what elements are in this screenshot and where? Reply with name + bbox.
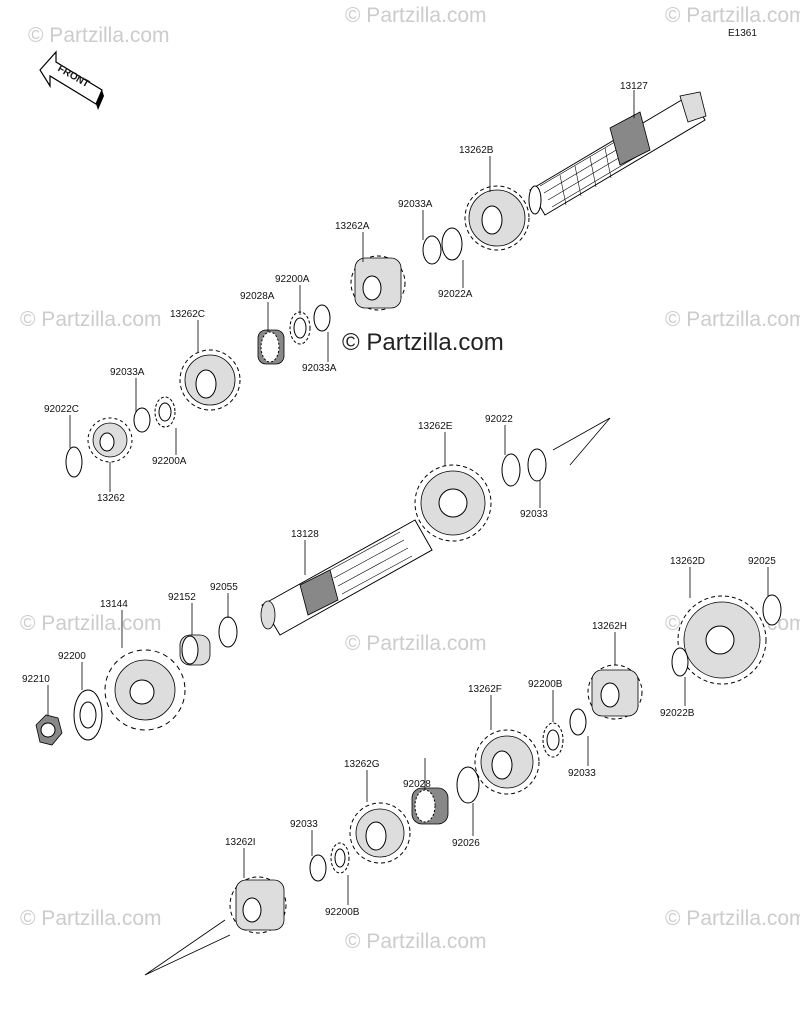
part-label[interactable]: 92033A xyxy=(398,199,433,210)
part-label[interactable]: 92200B xyxy=(528,679,563,690)
washer-92200B[interactable] xyxy=(330,842,350,874)
circlip-92033A[interactable] xyxy=(133,407,151,433)
part-label[interactable]: 13144 xyxy=(100,599,128,610)
washer-92200B[interactable] xyxy=(542,722,564,758)
part-label[interactable]: 13262C xyxy=(170,309,205,320)
gear-13262C[interactable] xyxy=(179,349,241,411)
part-label[interactable]: 13262G xyxy=(344,759,380,770)
part-label[interactable]: 92033A xyxy=(110,367,145,378)
leader-lines xyxy=(47,90,769,905)
part-label[interactable]: 13262E xyxy=(418,421,453,432)
part-label[interactable]: 92022 xyxy=(485,414,513,425)
part-label[interactable]: 92200A xyxy=(152,456,187,467)
part-label[interactable]: 13262A xyxy=(335,221,370,232)
washer-92025[interactable] xyxy=(762,594,782,626)
sprocket-13144[interactable] xyxy=(104,649,186,731)
part-label[interactable]: 92033 xyxy=(520,509,548,520)
part-label[interactable]: 92022C xyxy=(44,404,79,415)
watermark: © Partzilla.com xyxy=(345,632,487,655)
diagram-code: E1361 xyxy=(728,28,757,39)
gear-13262G[interactable] xyxy=(349,802,411,864)
part-label[interactable]: 13262 xyxy=(97,493,125,504)
part-label[interactable]: 92200B xyxy=(325,907,360,918)
circlip-92033A[interactable] xyxy=(422,235,442,265)
part-label[interactable]: 13262F xyxy=(468,684,502,695)
watermark: © Partzilla.com xyxy=(20,612,162,635)
front-arrow-icon: FRONT xyxy=(39,50,104,110)
part-label[interactable]: 13262D xyxy=(670,556,705,567)
part-label[interactable]: 92200A xyxy=(275,274,310,285)
watermark: © Partzilla.com xyxy=(20,308,162,331)
part-label[interactable]: 13262B xyxy=(459,145,494,156)
part-label[interactable]: 13262I xyxy=(225,837,256,848)
gear-13262F[interactable] xyxy=(474,729,540,795)
shaft-13127[interactable] xyxy=(528,91,707,216)
nut-92210[interactable] xyxy=(35,714,63,746)
gear-13262E[interactable] xyxy=(414,464,492,542)
part-label[interactable]: 92026 xyxy=(452,838,480,849)
watermark: © Partzilla.com xyxy=(20,907,162,930)
watermark: © Partzilla.com xyxy=(665,308,800,331)
collar-92152[interactable] xyxy=(179,634,211,666)
circlip-92033[interactable] xyxy=(527,448,547,482)
washer-92200A[interactable] xyxy=(289,311,311,345)
gear-13262A[interactable] xyxy=(350,255,406,311)
part-label[interactable]: 92028A xyxy=(240,291,275,302)
part-label[interactable]: 13128 xyxy=(291,529,319,540)
part-label[interactable]: 92028 xyxy=(403,779,431,790)
circlip-92033[interactable] xyxy=(309,854,327,882)
gear-13262B[interactable] xyxy=(464,185,530,251)
gear-13262[interactable] xyxy=(87,417,133,463)
washer-92022A[interactable] xyxy=(441,227,463,261)
part-label[interactable]: 92055 xyxy=(210,582,238,593)
gear-13262D[interactable] xyxy=(677,595,767,685)
washer-92022C[interactable] xyxy=(65,446,83,478)
gear-13262I[interactable] xyxy=(229,876,287,934)
callout-arrow xyxy=(144,919,231,976)
part-label[interactable]: 92033A xyxy=(302,363,337,374)
part-label[interactable]: 92022B xyxy=(660,708,695,719)
part-label[interactable]: 13262H xyxy=(592,621,627,632)
watermark: © Partzilla.com xyxy=(28,24,170,47)
part-label[interactable]: 92033 xyxy=(568,768,596,779)
part-label[interactable]: 92152 xyxy=(168,592,196,603)
watermark: © Partzilla.com xyxy=(345,930,487,953)
washer-92022B[interactable] xyxy=(671,647,689,677)
circlip-92033[interactable] xyxy=(569,708,587,736)
washer-92200A[interactable] xyxy=(154,396,176,428)
callout-arrow xyxy=(552,417,611,466)
bearing-92028A[interactable] xyxy=(257,329,285,365)
gear-13262H[interactable] xyxy=(587,664,643,720)
oring-92055[interactable] xyxy=(218,616,238,648)
part-label[interactable]: 92200 xyxy=(58,651,86,662)
washer-92200[interactable] xyxy=(73,689,103,741)
washer-92026[interactable] xyxy=(456,766,480,804)
center-watermark: © Partzilla.com xyxy=(342,329,504,356)
shaft-13128[interactable] xyxy=(260,519,433,636)
part-label[interactable]: 92033 xyxy=(290,819,318,830)
circlip-92033A[interactable] xyxy=(313,304,331,332)
watermark: © Partzilla.com xyxy=(665,4,800,27)
watermark: © Partzilla.com xyxy=(345,4,487,27)
part-label[interactable]: 92210 xyxy=(22,674,50,685)
watermark: © Partzilla.com xyxy=(665,907,800,930)
washer-92022[interactable] xyxy=(501,453,521,487)
watermarks: © Partzilla.com © Partzilla.com © Partzi… xyxy=(20,4,800,953)
part-label[interactable]: 92025 xyxy=(748,556,776,567)
bearing-92028[interactable] xyxy=(411,787,449,825)
part-label[interactable]: 13127 xyxy=(620,81,648,92)
part-label[interactable]: 92022A xyxy=(438,289,473,300)
part-labels: 13127 13262B 92033A 13262A 92022A 92200A… xyxy=(22,81,776,918)
